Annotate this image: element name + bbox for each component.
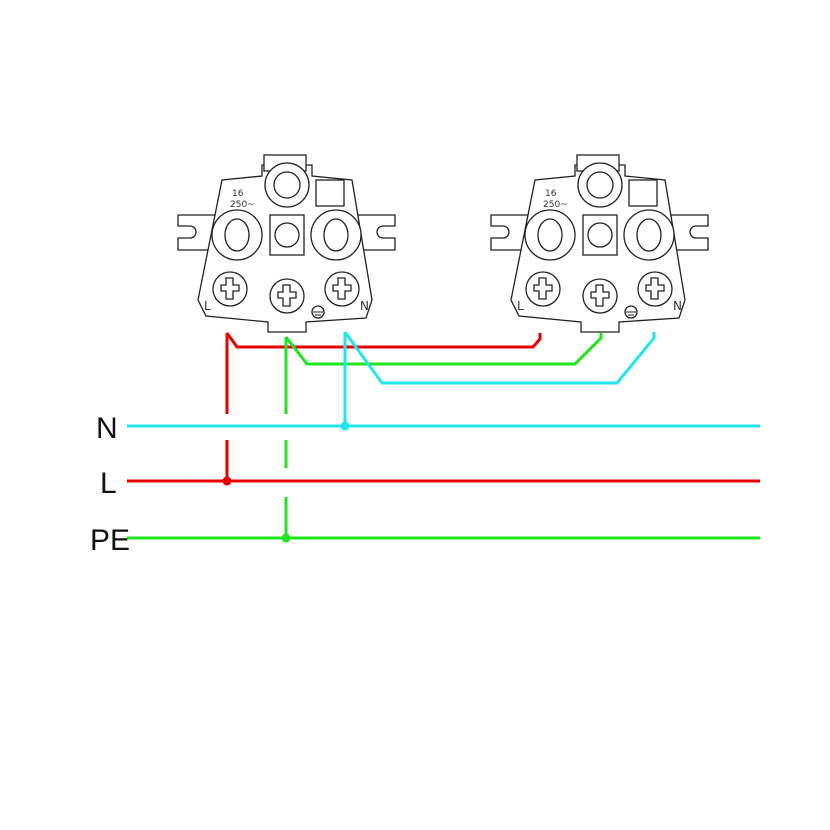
- terminal-label-l: L: [204, 299, 211, 313]
- rating-current: 16: [232, 189, 244, 199]
- socket-2: 16 250~ L N: [490, 154, 709, 333]
- junction-pe: [281, 533, 291, 543]
- socket-1: 16 250~ L N: [177, 154, 396, 333]
- wire-l-bridge: [225, 332, 542, 349]
- rating-current: 16: [545, 189, 557, 199]
- wire-pe-bridge: [284, 333, 603, 366]
- wire-n-bridge: [343, 331, 656, 385]
- bus-label-n: N: [96, 412, 118, 445]
- rating-voltage: 250~: [230, 200, 255, 210]
- terminal-label-n: N: [673, 299, 682, 313]
- junction-n: [340, 421, 350, 431]
- junction-l: [222, 476, 232, 486]
- bus-label-l: L: [100, 467, 117, 500]
- rating-voltage: 250~: [543, 200, 568, 210]
- terminal-label-l: L: [517, 299, 524, 313]
- bus-label-pe: PE: [90, 524, 130, 557]
- terminal-label-n: N: [360, 299, 369, 313]
